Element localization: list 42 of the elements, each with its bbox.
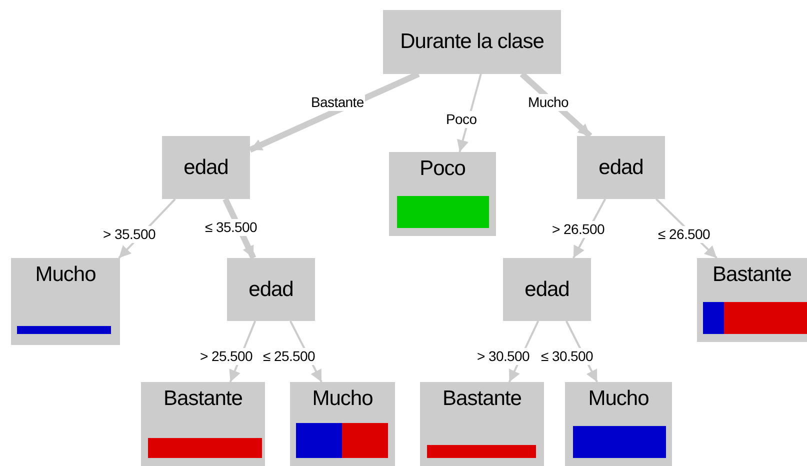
- node-title: edad: [598, 154, 644, 180]
- edge-label: Poco: [445, 111, 478, 128]
- leaf-node: [565, 382, 672, 466]
- split-node: [383, 10, 561, 74]
- edge-label: Bastante: [310, 94, 365, 111]
- distribution-bar: [573, 426, 666, 458]
- distribution-bar: [427, 445, 536, 458]
- edge-label: > 35.500: [102, 226, 156, 243]
- edge-label: > 26.500: [551, 221, 606, 238]
- split-node: [227, 258, 315, 321]
- split-node: [162, 136, 250, 199]
- node-title: Bastante: [712, 262, 792, 288]
- split-node: [577, 136, 665, 199]
- distribution-bar: [148, 438, 262, 458]
- edge-label: ≤ 30.500: [540, 348, 594, 365]
- leaf-node: [389, 152, 496, 236]
- edge-label: ≤ 25.500: [262, 348, 316, 365]
- distribution-bar: [703, 302, 807, 334]
- edge-label: > 25.500: [199, 348, 254, 365]
- node-title: edad: [184, 154, 228, 180]
- edge-label: Mucho: [527, 94, 570, 111]
- split-node: [503, 258, 591, 321]
- node-title: Mucho: [35, 262, 96, 288]
- node-title: Poco: [420, 156, 466, 182]
- distribution-bar: [397, 196, 489, 228]
- node-title: Bastante: [442, 386, 522, 412]
- edge-label: > 30.500: [476, 348, 530, 365]
- node-title: Mucho: [312, 386, 373, 412]
- edge-label: ≤ 35.500: [204, 219, 258, 236]
- distribution-bar: [17, 326, 111, 334]
- leaf-node: [420, 382, 544, 466]
- leaf-node: [11, 258, 120, 345]
- node-title: Durante la clase: [400, 29, 544, 55]
- node-title: Mucho: [588, 386, 649, 412]
- node-title: edad: [248, 276, 294, 302]
- edge-label: ≤ 26.500: [657, 226, 711, 243]
- leaf-node: [697, 258, 807, 342]
- leaf-node: [141, 382, 265, 466]
- distribution-bar: [296, 423, 388, 458]
- node-title: Bastante: [164, 386, 242, 412]
- node-title: edad: [524, 276, 570, 302]
- leaf-node: [290, 382, 395, 466]
